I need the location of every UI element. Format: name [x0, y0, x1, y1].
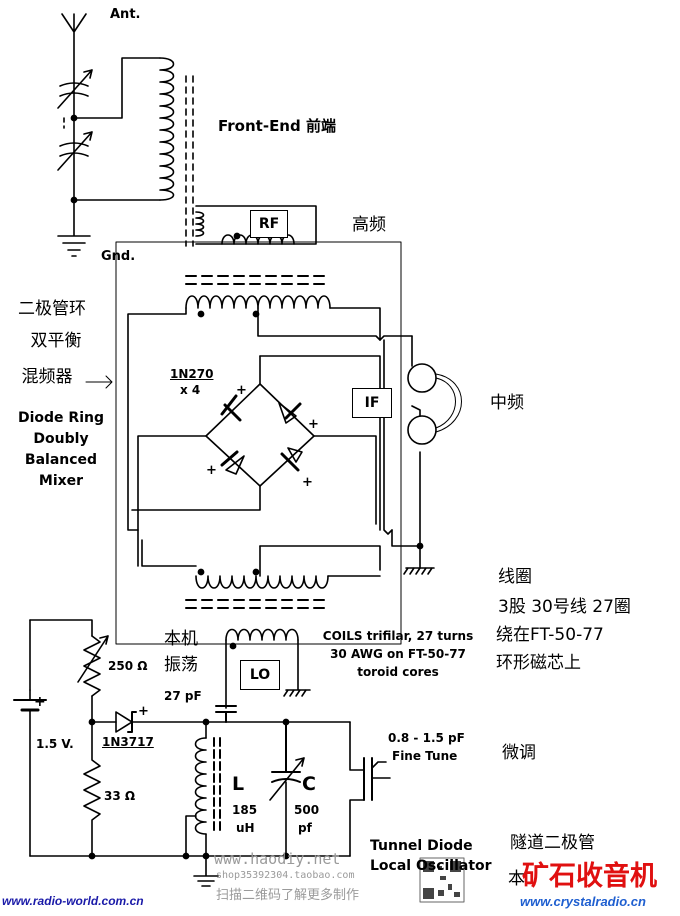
fine-tune-capacitor: [349, 721, 391, 857]
lo-box: LO: [240, 660, 280, 690]
antenna-label: Ant.: [110, 7, 141, 22]
cap-value-1: 500: [294, 803, 320, 817]
fine-tune-1: 0.8 - 1.5 pF: [388, 731, 465, 745]
tunnel-diode-label-2: Local Oscillator: [370, 858, 492, 874]
lo-coil: [225, 628, 299, 650]
watermark-crystal-url: www.crystalradio.cn: [520, 894, 646, 909]
watermark-radio-world: www.radio-world.com.cn: [2, 894, 144, 908]
rf-chinese-label: 高频: [352, 215, 386, 235]
front-end-coil: [159, 57, 175, 201]
tunnel-diode-label-1: Tunnel Diode: [370, 838, 473, 854]
tunnel-diode-cn-2: 本: [508, 869, 525, 889]
ground-label: Gnd.: [101, 249, 136, 264]
if-chinese-label: 中频: [490, 393, 524, 413]
tunnel-diode-plus: +: [138, 704, 149, 719]
pot-value-label: 250 Ω: [108, 659, 148, 673]
mixer-en-1: Diode Ring: [18, 410, 104, 426]
variable-capacitor-2: [57, 131, 93, 171]
tunnel-diode-cn: 隧道二极管: [510, 833, 595, 853]
lo-cn-2: 振荡: [164, 655, 198, 675]
svg-text:+: +: [236, 383, 247, 398]
mixer-en-4: Mixer: [38, 473, 84, 489]
coils-cn-2: 3股 30号线 27圈: [498, 597, 631, 617]
antenna-ground: [57, 199, 91, 257]
antenna-symbol: [61, 13, 87, 201]
coils-cn-3: 绕在FT-50-77: [496, 625, 604, 645]
rf-frame: [195, 205, 317, 245]
battery: [13, 689, 47, 857]
variable-capacitor-1: [57, 69, 93, 109]
coils-note-2: 30 AWG on FT-50-77: [330, 647, 466, 661]
resistor-33: [83, 721, 101, 857]
front-end-label: Front-End 前端: [218, 117, 336, 135]
coils-note-3: toroid cores: [357, 665, 439, 679]
diode-part-label: 1N270: [170, 367, 214, 381]
svg-text:+: +: [206, 463, 217, 478]
if-box: IF: [352, 388, 392, 418]
qr-code: [419, 857, 465, 903]
mixer-cn-1: 二极管环: [18, 299, 86, 319]
rf-box: RF: [250, 210, 288, 238]
fine-tune-cn: 微调: [502, 743, 536, 763]
watermark-haodiy: www.haodiy.net: [214, 850, 341, 868]
mixer-box: [115, 241, 402, 645]
coils-note-1: COILS trifilar, 27 turns: [322, 629, 474, 643]
watermark-qr-caption: 扫描二维码了解更多制作: [216, 888, 360, 903]
mixer-output-coil: [195, 568, 329, 589]
tunnel-diode-part: 1N3717: [102, 735, 154, 749]
battery-plus: +: [34, 694, 46, 710]
inductor-letter: L: [232, 773, 245, 795]
mixer-en-3: Balanced: [24, 452, 98, 468]
mixer-en-2: Doubly: [33, 431, 89, 447]
cap-letter: C: [302, 773, 316, 795]
watermark-crystal-logo: 矿石收音机: [522, 861, 657, 892]
if-transformer: [407, 363, 462, 445]
svg-text:+: +: [308, 417, 319, 432]
rf-coil: [195, 211, 205, 237]
inductor-L: [194, 737, 221, 835]
cap-27-label: 27 pF: [164, 689, 202, 703]
mixer-cn-2: 双平衡: [30, 331, 82, 351]
inductor-value-2: uH: [236, 821, 255, 835]
potentiometer-250: [77, 635, 109, 697]
lo-cn-1: 本机: [164, 629, 198, 649]
tuning-capacitor-C: [269, 721, 305, 857]
svg-text:+: +: [302, 475, 313, 490]
fine-tune-2: Fine Tune: [392, 749, 458, 763]
resistor-value-label: 33 Ω: [104, 789, 136, 803]
diode-ring: + + + +: [205, 383, 319, 490]
battery-label: 1.5 V.: [36, 737, 74, 751]
coils-cn-4: 环形磁芯上: [496, 653, 581, 673]
diode-count-label: x 4: [180, 383, 201, 397]
mixer-cn-3: 混频器: [21, 367, 73, 387]
coils-cn-1: 线圈: [498, 567, 532, 587]
watermark-shop: shop35392304.taobao.com: [216, 870, 355, 881]
cap-value-2: pf: [298, 821, 312, 835]
inductor-value-1: 185: [232, 803, 258, 817]
